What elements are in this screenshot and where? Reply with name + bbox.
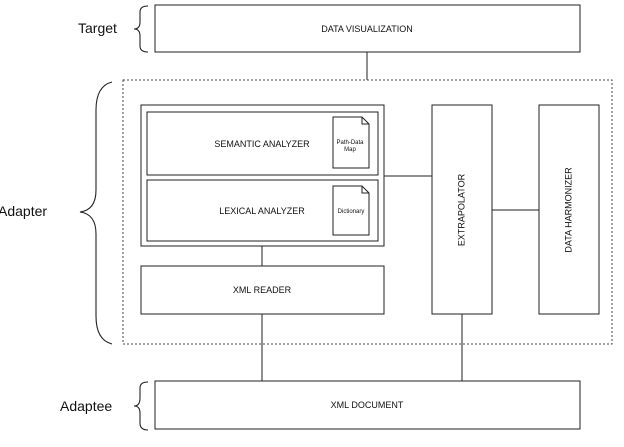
data-visualization-box bbox=[154, 4, 581, 53]
adaptee-brace bbox=[133, 381, 149, 431]
xml-reader-label: XML READER bbox=[233, 285, 292, 295]
lexical-analyzer-label: LEXICAL ANALYZER bbox=[219, 206, 305, 216]
semantic-analyzer-label: SEMANTIC ANALYZER bbox=[214, 139, 310, 149]
extrapolator-box bbox=[431, 104, 493, 315]
data-visualization-label: DATA VISUALIZATION bbox=[321, 24, 413, 34]
path-data-map-label-line2: Map bbox=[344, 147, 356, 153]
adapter-boundary bbox=[122, 79, 613, 345]
data-harmonizer-box bbox=[538, 104, 600, 315]
data-harmonizer-label: DATA HARMONIZER bbox=[563, 167, 573, 253]
path-data-map-document-icon: Path-Data Map bbox=[332, 116, 370, 169]
xml-document-label: XML DOCUMENT bbox=[331, 400, 404, 410]
extrapolator-label: EXTRAPOLATOR bbox=[456, 173, 466, 246]
dictionary-document-icon: Dictionary bbox=[332, 185, 370, 236]
path-data-map-label-line1: Path-Data bbox=[336, 140, 364, 146]
target-layer-label: Target bbox=[78, 20, 117, 36]
adaptee-layer-label: Adaptee bbox=[60, 398, 112, 414]
adapter-brace bbox=[79, 81, 113, 345]
xml-reader-box bbox=[140, 265, 385, 315]
adapter-layer-label: Adapter bbox=[0, 203, 47, 219]
target-brace bbox=[133, 5, 149, 53]
xml-document-box bbox=[154, 380, 581, 430]
dictionary-label: Dictionary bbox=[338, 209, 365, 215]
